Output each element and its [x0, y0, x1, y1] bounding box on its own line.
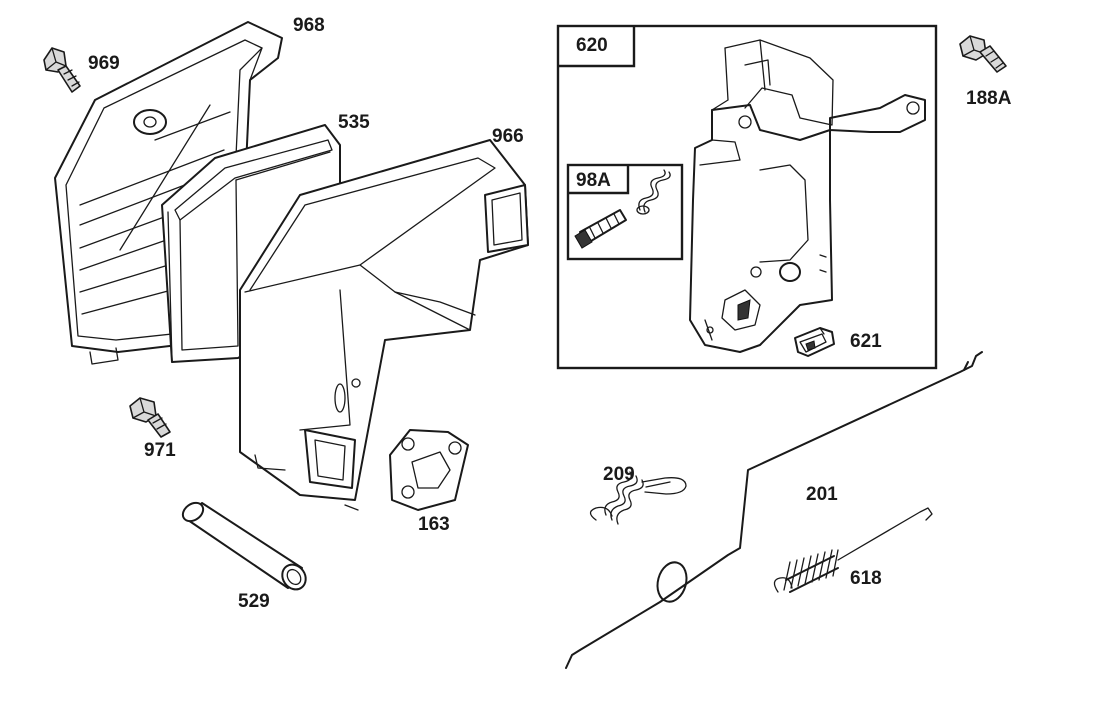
label-618: 618: [850, 568, 882, 589]
spring-618: [773, 507, 933, 593]
label-621: 621: [850, 331, 882, 352]
label-620: 620: [576, 35, 608, 56]
label-98a: 98A: [576, 170, 611, 191]
control-bracket: [689, 39, 926, 353]
assembly-box-98a: [566, 163, 684, 261]
screw-188a: [959, 35, 1007, 73]
label-209: 209: [603, 464, 635, 485]
link-rod-201: [565, 351, 983, 669]
screw-969: [43, 47, 81, 93]
gasket-163: [389, 429, 469, 511]
label-188a: 188A: [966, 88, 1012, 109]
label-966: 966: [492, 126, 524, 147]
label-968: 968: [293, 15, 325, 36]
label-529: 529: [238, 591, 270, 612]
label-201: 201: [806, 484, 838, 505]
label-969: 969: [88, 53, 120, 74]
label-163: 163: [418, 514, 450, 535]
air-cleaner-cover-966: [239, 139, 529, 511]
label-535: 535: [338, 112, 370, 133]
label-971: 971: [144, 440, 176, 461]
tube-529: [181, 501, 307, 591]
assembly-box-620: [556, 24, 938, 370]
part-labels: 968 969 535 966 620 98A 188A 621 971 163…: [88, 15, 1012, 612]
screw-971: [129, 397, 171, 438]
clip-621: [794, 327, 835, 357]
spring-209: [589, 471, 687, 525]
